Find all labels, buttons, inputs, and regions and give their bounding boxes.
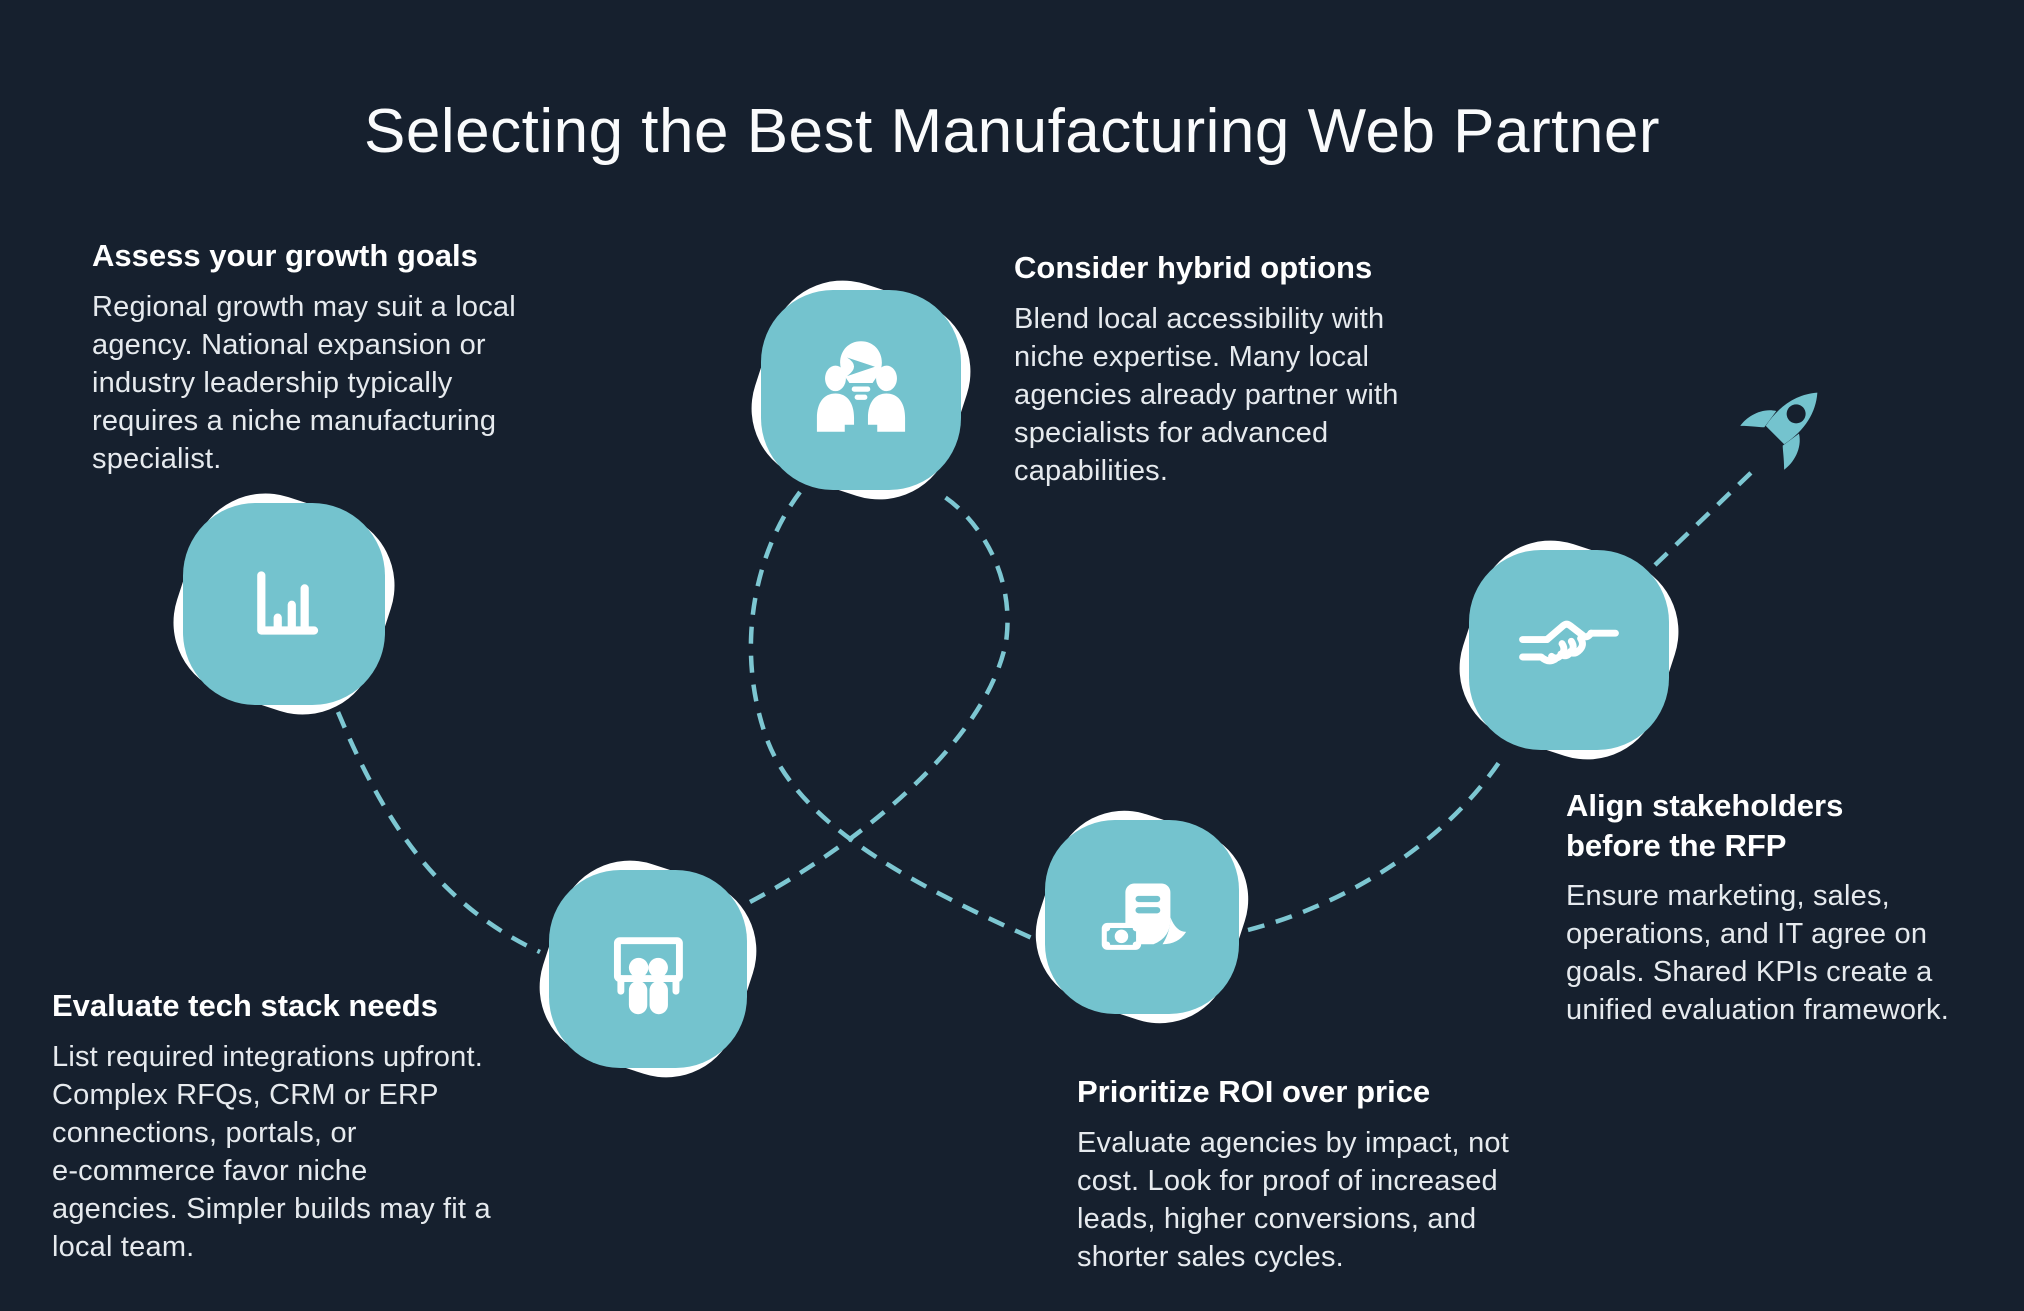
step-tile-roi — [1017, 792, 1267, 1042]
connector-path — [748, 490, 1051, 949]
connector-path — [1653, 464, 1760, 567]
step-tile-tech-stack — [520, 841, 776, 1097]
tile-face — [1469, 550, 1669, 750]
handshake-icon — [1519, 620, 1619, 665]
step-body: Blend local accessibility with niche exp… — [1014, 302, 1399, 487]
step-tile-stakeholders — [1440, 521, 1698, 779]
step-text-hybrid-options: Consider hybrid options Blend local acce… — [1014, 248, 1474, 491]
step-body: List required integrations upfront. Comp… — [52, 1040, 491, 1263]
step-tile-growth-goals — [154, 474, 414, 734]
page-title: Selecting the Best Manufacturing Web Par… — [364, 96, 1660, 166]
rocket-icon — [1740, 392, 1818, 470]
step-heading: Align stakeholders before the RFP — [1566, 788, 1844, 863]
tile-face — [183, 503, 385, 705]
tile-face — [549, 870, 747, 1068]
connector-path — [748, 492, 1010, 904]
connector-path — [335, 711, 541, 955]
connector-path — [1247, 756, 1504, 933]
step-body: Ensure marketing, sales, operations, and… — [1566, 880, 1949, 1027]
tile-face — [1045, 820, 1239, 1014]
team-idea-lightbulb-icon — [816, 341, 906, 432]
step-heading: Evaluate tech stack needs — [52, 988, 438, 1023]
step-body: Regional growth may suit a local agency.… — [92, 290, 516, 475]
step-text-growth-goals: Assess your growth goals Regional growth… — [92, 236, 572, 479]
step-text-stakeholders: Align stakeholders before the RFP Ensure… — [1566, 786, 2006, 1030]
bar-chart-icon — [257, 571, 319, 636]
step-tile-hybrid-options — [732, 261, 990, 519]
step-text-tech-stack: Evaluate tech stack needs List required … — [52, 986, 572, 1267]
step-body: Evaluate agencies by impact, not cost. L… — [1077, 1126, 1509, 1273]
receipt-money-icon — [1101, 883, 1186, 950]
tile-face — [761, 290, 961, 490]
step-heading: Consider hybrid options — [1014, 250, 1373, 285]
step-heading: Assess your growth goals — [92, 238, 478, 273]
presentation-team-icon — [613, 936, 683, 1014]
step-text-roi: Prioritize ROI over price Evaluate agenc… — [1077, 1072, 1557, 1277]
step-heading: Prioritize ROI over price — [1077, 1074, 1431, 1109]
